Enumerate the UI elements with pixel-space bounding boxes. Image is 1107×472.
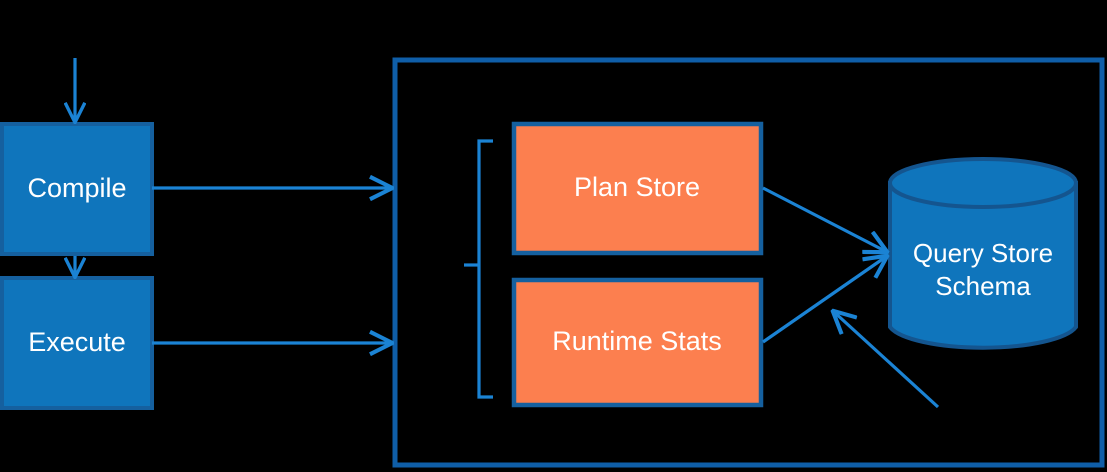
connectors — [75, 58, 940, 409]
plan-store-label: Plan Store — [574, 172, 700, 202]
runtime-stats-box[interactable] — [511, 277, 764, 408]
store-node-runtime-stats[interactable]: Runtime Stats — [511, 277, 764, 408]
runtime-stats-label: Runtime Stats — [552, 326, 722, 356]
cylinder-top — [888, 157, 1078, 209]
compile-box[interactable] — [0, 122, 154, 256]
process-node-execute[interactable]: Execute — [0, 276, 154, 410]
database-node-query-store-schema[interactable]: Query Store Schema — [888, 157, 1078, 350]
execute-label: Execute — [28, 327, 126, 357]
query-store-boundary — [392, 57, 1105, 468]
store-group-bracket — [464, 139, 493, 399]
database-label-line2: Schema — [935, 271, 1031, 301]
connector-external-to-schema — [833, 311, 940, 409]
connector-runtime-stats-to-schema — [762, 256, 887, 344]
database-label-line1: Query Store — [913, 238, 1053, 268]
execute-box[interactable] — [0, 276, 154, 410]
connector-plan-store-to-schema — [762, 186, 887, 252]
process-node-compile[interactable]: Compile — [0, 122, 154, 256]
plan-store-box[interactable] — [511, 121, 764, 256]
cylinder-body[interactable] — [888, 181, 1078, 350]
store-node-plan-store[interactable]: Plan Store — [511, 121, 764, 256]
bracket-spine — [477, 139, 493, 399]
compile-label: Compile — [27, 173, 126, 203]
